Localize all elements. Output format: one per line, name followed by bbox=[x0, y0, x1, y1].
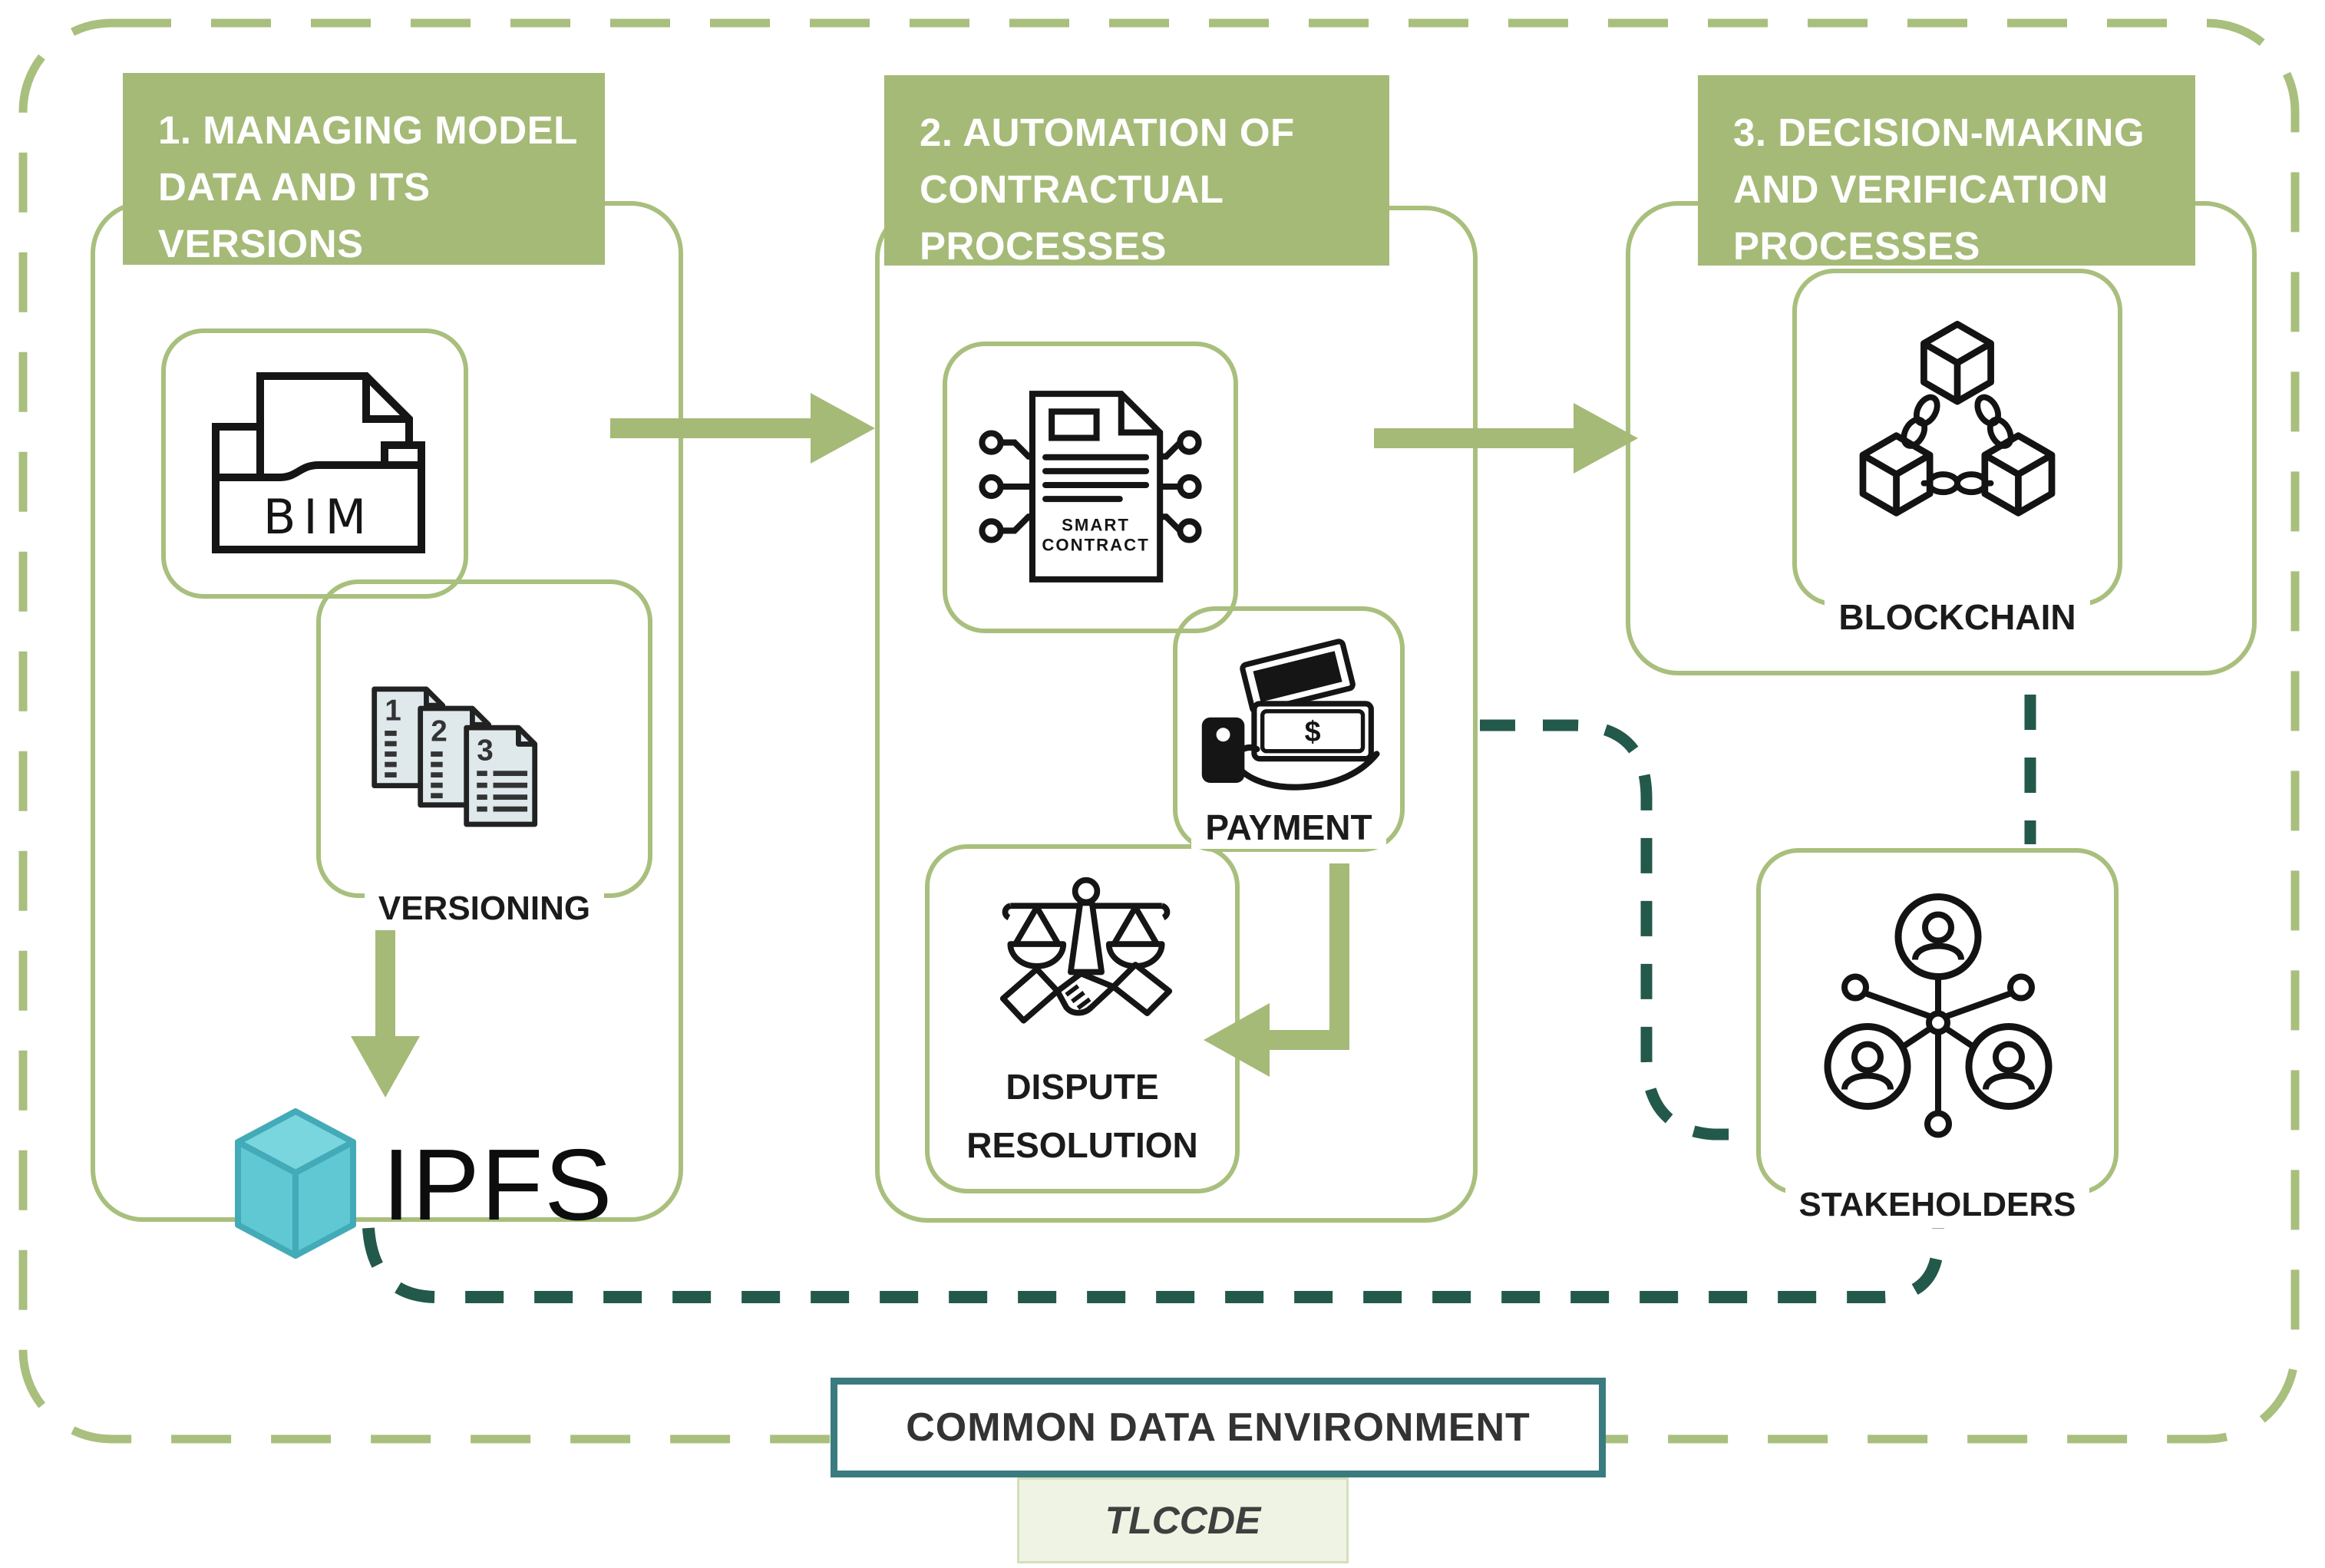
arrow-section2-to-section3-head bbox=[1574, 403, 1638, 474]
arrow-versioning-to-ipfs-head bbox=[351, 1036, 420, 1098]
ipfs-label: IPFS bbox=[382, 1128, 614, 1241]
section1-header-line2: DATA AND ITS bbox=[158, 165, 431, 209]
versioning-label: VERSIONING bbox=[316, 880, 652, 938]
versioning-doc2-number: 2 bbox=[431, 715, 447, 748]
payment-node-box bbox=[1173, 606, 1405, 852]
arrow-section2-to-section3-shaft bbox=[1374, 428, 1575, 448]
versioning-doc3-number: 3 bbox=[477, 734, 494, 767]
section3-header-line1: 3. DECISION-MAKING bbox=[1733, 111, 2145, 154]
common-data-environment-box: COMMON DATA ENVIRONMENT bbox=[831, 1378, 1606, 1477]
bim-node-box bbox=[161, 328, 468, 599]
tlccde-label: TLCCDE bbox=[1105, 1499, 1261, 1542]
smart-contract-icon-text-line2: CONTRACT bbox=[1042, 536, 1149, 555]
blockchain-icon bbox=[1859, 320, 2056, 517]
section2-header: 2. AUTOMATION OF CONTRACTUAL PROCESSES bbox=[884, 75, 1389, 268]
section3-header-line3: PROCESSES bbox=[1733, 224, 1980, 268]
tlccde-box: TLCCDE bbox=[1017, 1477, 1349, 1563]
bim-icon-text: BIM bbox=[263, 489, 374, 545]
smart-contract-icon-text-line1: SMART bbox=[1062, 515, 1130, 534]
stakeholders-icon bbox=[1824, 893, 2053, 1138]
ipfs-cube-icon bbox=[235, 1108, 356, 1259]
arrow-section1-to-section2-shaft bbox=[610, 418, 814, 438]
section1-header-line1: 1. MANAGING MODEL bbox=[158, 108, 578, 152]
stakeholders-label: STAKEHOLDERS bbox=[1756, 1176, 2119, 1234]
payment-hand-icon: $ bbox=[1201, 639, 1380, 791]
smart-contract-icon: SMART CONTRACT bbox=[979, 391, 1202, 583]
outer-dashed-border bbox=[18, 18, 2300, 1444]
section1-header: 1. MANAGING MODEL DATA AND ITS VERSIONS bbox=[123, 73, 605, 266]
smart-contract-node-box bbox=[943, 342, 1238, 633]
section3-header: 3. DECISION-MAKING AND VERIFICATION PROC… bbox=[1698, 75, 2195, 268]
bim-folder-icon: BIM bbox=[212, 372, 425, 553]
arrow-payment-to-dispute-horizontal-shaft bbox=[1268, 1030, 1349, 1050]
blockchain-label: BLOCKCHAIN bbox=[1792, 588, 2122, 646]
arrow-payment-to-dispute-head bbox=[1204, 1003, 1270, 1077]
section1-header-line3: VERSIONS bbox=[158, 222, 364, 266]
payment-label: PAYMENT bbox=[1173, 798, 1405, 857]
dispute-resolution-icon bbox=[999, 876, 1173, 1024]
common-data-environment-label: COMMON DATA ENVIRONMENT bbox=[906, 1405, 1531, 1450]
section2-header-line2: CONTRACTUAL bbox=[920, 167, 1224, 211]
section3-header-line2: AND VERIFICATION bbox=[1733, 167, 2109, 211]
versioned-documents-icon: 1 2 3 bbox=[372, 686, 538, 827]
arrow-payment-to-dispute-vertical-shaft bbox=[1329, 863, 1349, 1050]
section1-to-stakeholders-dashed-connector bbox=[362, 1227, 1944, 1303]
arrow-versioning-to-ipfs-shaft bbox=[375, 925, 395, 1038]
section2-header-line3: PROCESSES bbox=[920, 224, 1167, 268]
section2-header-line1: 2. AUTOMATION OF bbox=[920, 111, 1295, 154]
versioning-doc1-number: 1 bbox=[385, 694, 401, 727]
arrow-section1-to-section2-head bbox=[811, 393, 875, 464]
dispute-resolution-label: DISPUTE RESOLUTION bbox=[966, 1067, 1198, 1165]
payment-to-stakeholders-dashed-connector bbox=[1480, 719, 1736, 1141]
payment-icon-dollar-text: $ bbox=[1305, 715, 1321, 748]
